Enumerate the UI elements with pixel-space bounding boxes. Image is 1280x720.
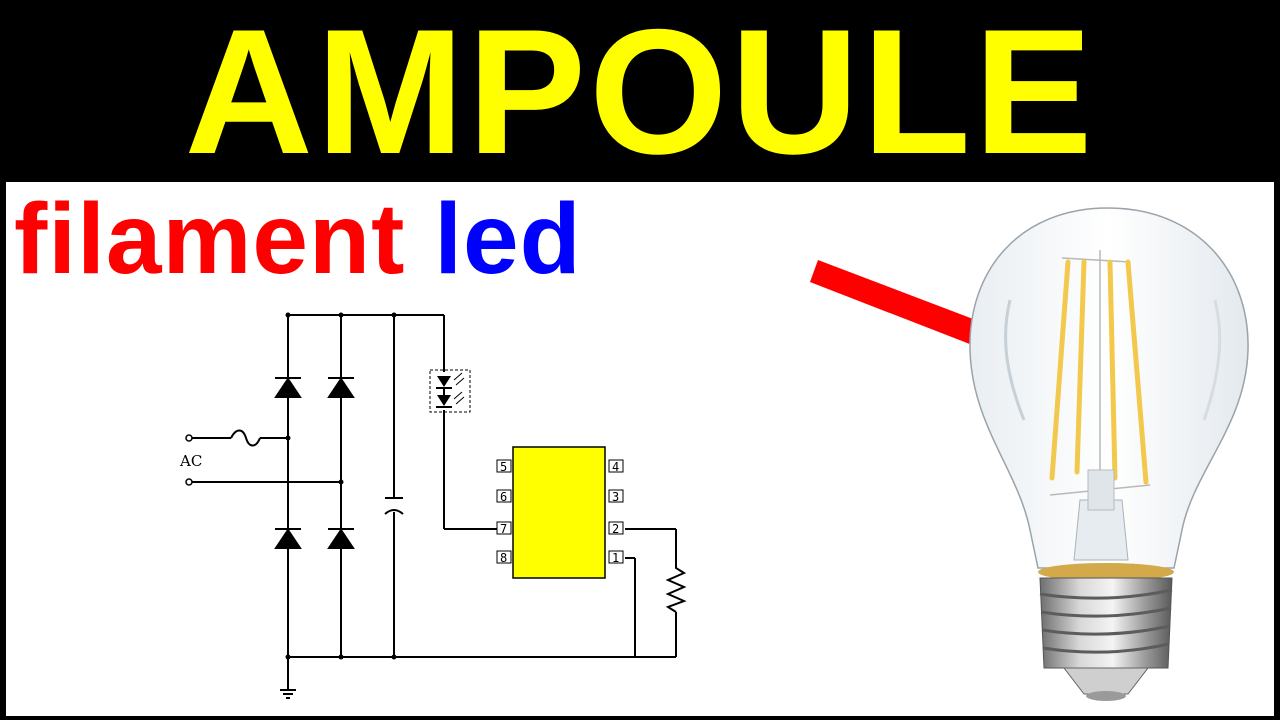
- resistor-symbol: [665, 565, 687, 613]
- circuit-schematic: [185, 314, 677, 690]
- pin-label-2: 2: [612, 522, 619, 536]
- pin-label-6: 6: [500, 490, 507, 504]
- driver-ic: 5 6 7 8 4 3 2 1: [496, 446, 624, 579]
- subtitle: filament led: [14, 184, 582, 294]
- subtitle-word-filament: filament: [14, 183, 406, 295]
- junction-dots: [285, 312, 397, 660]
- led-pair-symbol: [429, 369, 471, 413]
- pin-label-4: 4: [612, 460, 619, 474]
- pin-label-3: 3: [612, 490, 619, 504]
- bridge-diodes: [274, 377, 355, 549]
- ground-symbol: [280, 689, 296, 699]
- pin-label-1: 1: [612, 551, 619, 565]
- capacitor-symbol: [384, 497, 404, 515]
- pin-label-5: 5: [500, 460, 507, 474]
- led-filaments: [1049, 259, 1149, 485]
- page-title: AMPOULE: [184, 0, 1096, 191]
- subtitle-word-led: led: [434, 183, 582, 295]
- pin-label-8: 8: [500, 551, 507, 565]
- fuse-symbol: [230, 429, 261, 447]
- light-bulb-icon: [969, 207, 1249, 701]
- header-bar: AMPOULE: [0, 0, 1280, 191]
- ac-label: AC: [179, 452, 202, 470]
- pin-label-7: 7: [500, 522, 507, 536]
